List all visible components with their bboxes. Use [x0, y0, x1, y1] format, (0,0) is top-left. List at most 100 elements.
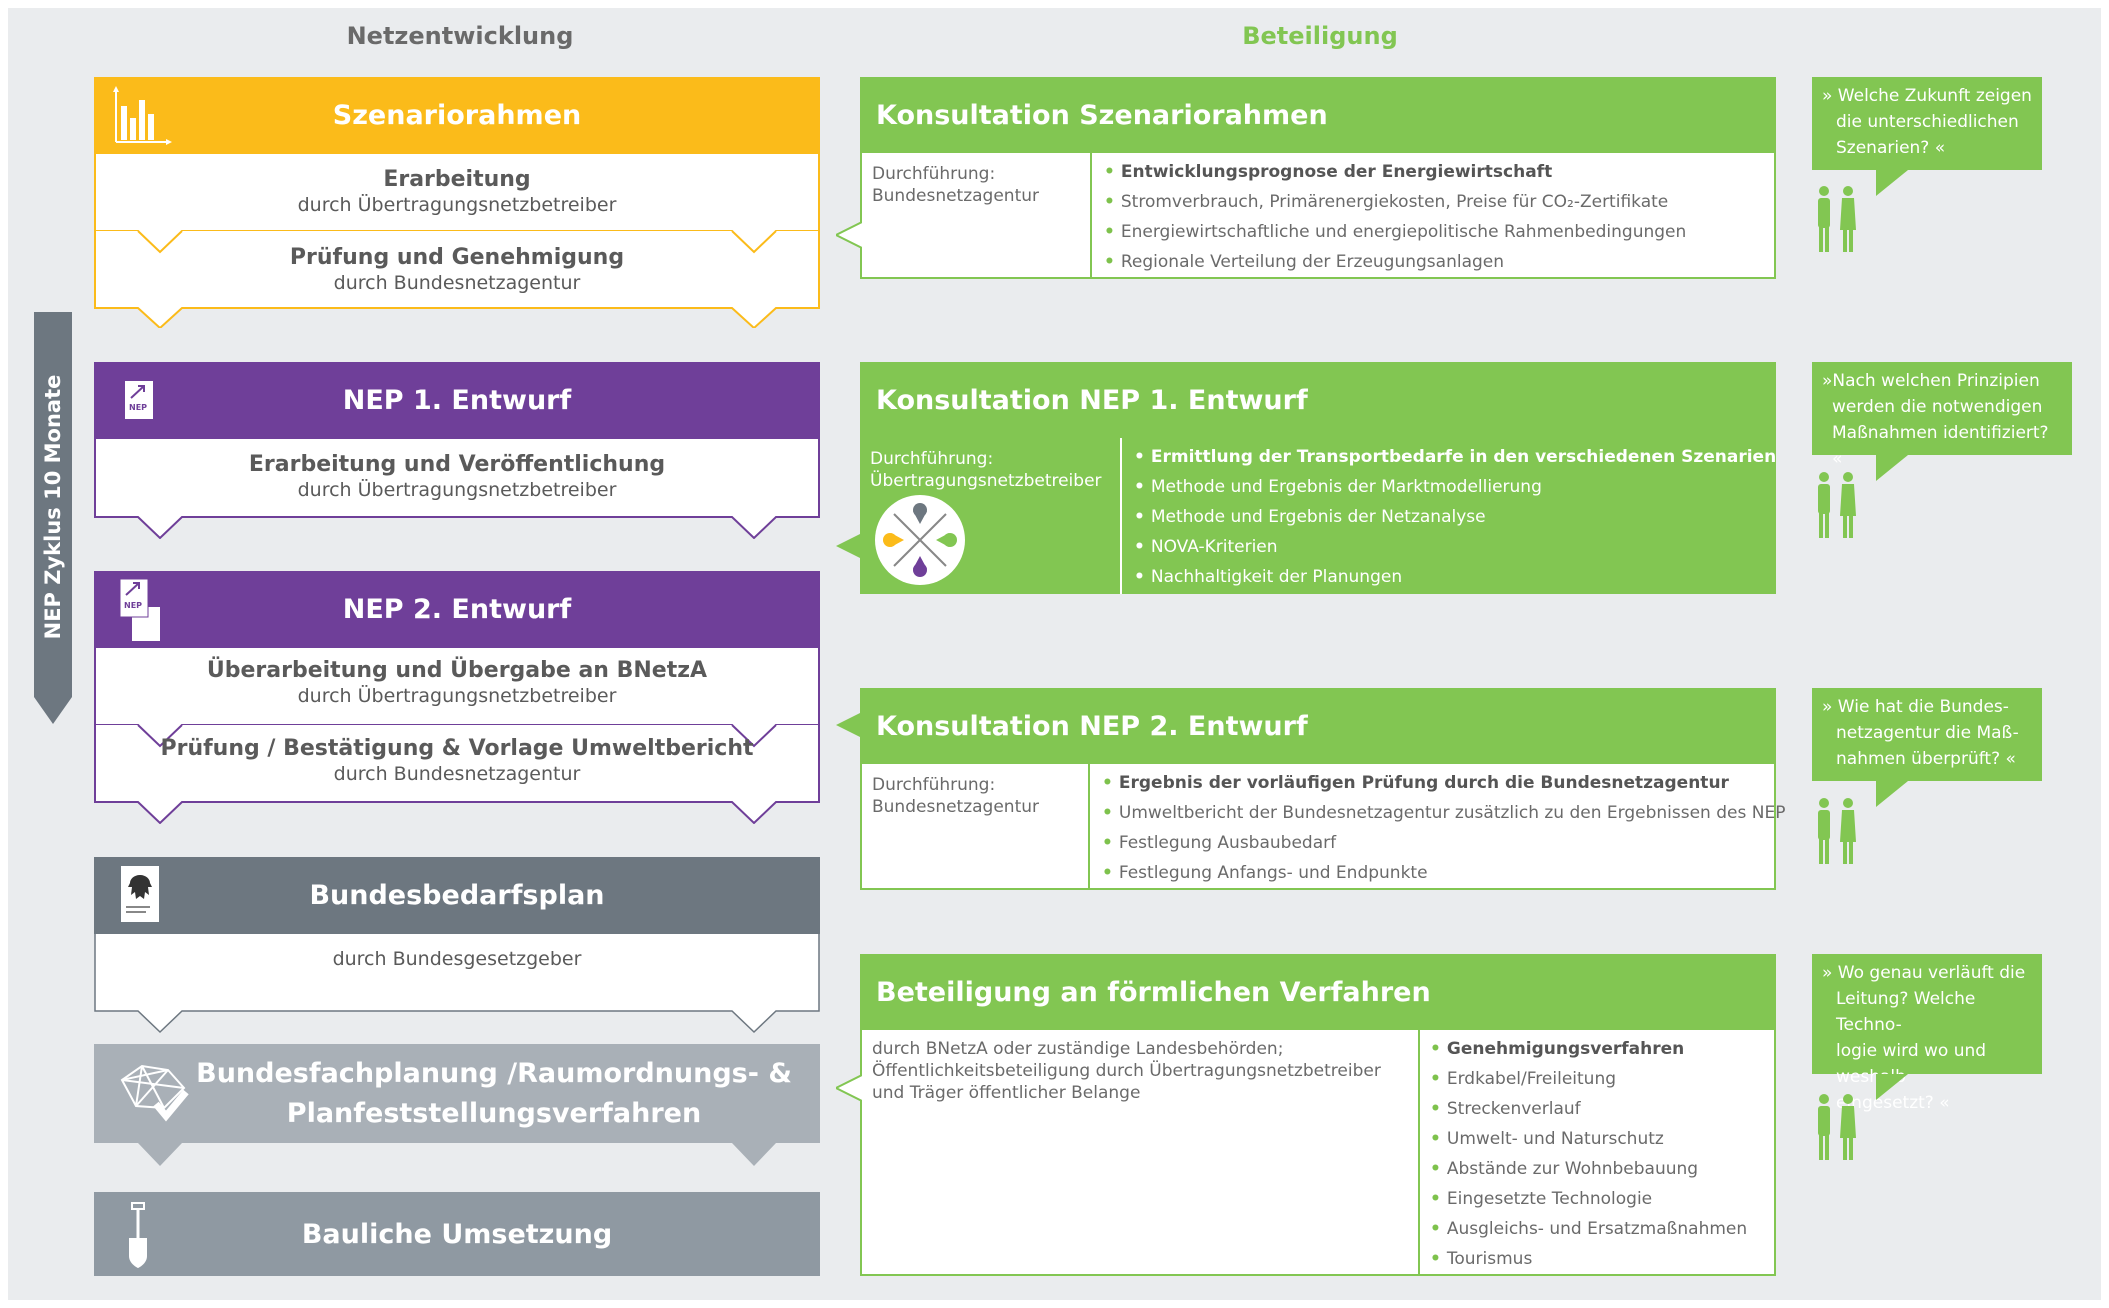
question-line: Szenarien? « [1836, 138, 1946, 158]
people-icon [1814, 472, 1858, 540]
question-line: eingesetzt? « [1836, 1093, 1950, 1113]
svg-text:NEP: NEP [124, 601, 142, 610]
stage-nep2-body: Überarbeitung und Übergabe an BNetzA dur… [94, 648, 820, 824]
conductor-label: Durchführung: [872, 164, 996, 184]
question-bubble: » Wo genau verläuft die Leitung? Welche … [1812, 954, 2042, 1113]
topic-item: Erdkabel/Freileitung [1430, 1064, 1747, 1094]
consultation-title: Konsultation NEP 2. Entwurf [876, 710, 1308, 742]
connector-arrow [836, 712, 862, 738]
shovel-icon [126, 1202, 150, 1268]
divider [1418, 1030, 1420, 1274]
question-bubble: » Wie hat die Bundes- netzagentur die Ma… [1812, 688, 2042, 807]
divider [1088, 764, 1090, 888]
topic-item: Genehmigungsverfahren [1430, 1034, 1747, 1064]
question-line: Maßnahmen identifiziert? « [1832, 423, 2049, 469]
question-line: logie wird wo und weshalb [1836, 1041, 1987, 1087]
conductor: Übertragungsnetzbetreiber [870, 471, 1102, 491]
stage-bauliche-umsetzung-header: Bauliche Umsetzung [94, 1192, 820, 1276]
stage-bundesfachplanung-header: Bundesfachplanung /Raumordnungs- & Planf… [94, 1044, 820, 1166]
conductor-line: Öffentlichkeitsbeteiligung durch Übertra… [872, 1061, 1381, 1081]
question-line: » Wie hat die Bundes- [1822, 697, 2009, 717]
question-line: netzagentur die Maß- [1836, 723, 2019, 743]
federal-eagle-icon [120, 865, 160, 923]
topic-item: Abstände zur Wohnbebauung [1430, 1154, 1747, 1184]
topic-item: Eingesetzte Technologie [1430, 1184, 1747, 1214]
question-line: » Welche Zukunft zeigen [1822, 86, 2032, 106]
question-bubble: » Welche Zukunft zeigen die unterschiedl… [1812, 77, 2042, 196]
question-line: die unterschiedlichen [1836, 112, 2019, 132]
people-icon [1814, 186, 1858, 254]
stage-title: Bundesbedarfsplan [309, 880, 605, 911]
step-title: Überarbeitung und Übergabe an BNetzA [206, 658, 708, 683]
step-sub: durch Bundesnetzagentur [333, 763, 581, 785]
svg-text:NEP: NEP [129, 403, 147, 412]
topic-item: Festlegung Anfangs- und Endpunkte [1102, 858, 1785, 888]
stage-title-line2: Planfeststellungsverfahren [286, 1098, 702, 1129]
stage-bundesbedarfsplan-body: durch Bundesgesetzgeber [94, 934, 820, 1034]
topic-item: Nachhaltigkeit der Planungen [1134, 562, 1776, 592]
step-sub: durch Übertragungsnetzbetreiber [297, 194, 617, 216]
step-title: Prüfung und Genehmigung [289, 245, 625, 270]
network-check-icon [112, 1060, 192, 1122]
step-title: Erarbeitung [383, 167, 531, 192]
people-icon [1814, 798, 1858, 866]
step-title: Prüfung / Bestätigung & Vorlage Umweltbe… [160, 736, 754, 761]
consultation-nep2-body: Durchführung: Bundesnetzagentur Ergebnis… [860, 764, 1785, 890]
question-line: werden die notwendigen [1832, 397, 2043, 417]
topic-item: Methode und Ergebnis der Netzanalyse [1134, 502, 1776, 532]
divider [1090, 153, 1092, 277]
step-sub: durch Bundesnetzagentur [333, 272, 581, 294]
topic-item: Umweltbericht der Bundesnetzagentur zusä… [1102, 798, 1786, 828]
conductor-line: und Träger öffentlicher Belange [872, 1083, 1141, 1103]
participation-icon [874, 494, 966, 586]
stage-title: Szenariorahmen [332, 100, 582, 131]
consultation-title: Beteiligung an förmlichen Verfahren [876, 976, 1431, 1008]
consultation-title: Konsultation Szenariorahmen [876, 99, 1328, 131]
conductor-label: Durchführung: [870, 449, 994, 469]
topic-item: Entwicklungsprognose der Energiewirtscha… [1104, 157, 1686, 187]
conductor: Bundesnetzagentur [872, 797, 1040, 817]
stage-title-line1: Bundesfachplanung /Raumordnungs- & [196, 1058, 792, 1089]
topic-item: Energiewirtschaftliche und energiepoliti… [1104, 217, 1686, 247]
topic-item: Ergebnis der vorläufigen Prüfung durch d… [1102, 768, 1785, 798]
conductor-label: Durchführung: [872, 775, 996, 795]
question-line: nahmen überprüft? « [1836, 749, 2016, 769]
connector-arrow [836, 222, 862, 248]
cycle-arrow [34, 312, 72, 724]
step-sub: durch Übertragungsnetzbetreiber [297, 479, 617, 501]
stage-title: NEP 2. Entwurf [342, 594, 572, 625]
topic-list: Ergebnis der vorläufigen Prüfung durch d… [1102, 768, 1786, 888]
question-line: » Wo genau verläuft die [1822, 963, 2026, 983]
divider [1120, 438, 1122, 594]
step-title: Erarbeitung und Veröffentlichung [248, 452, 666, 477]
stage-title: Bauliche Umsetzung [301, 1218, 613, 1250]
topic-item: Ermittlung der Transportbedarfe in den v… [1134, 442, 1776, 472]
topic-item: Umwelt- und Naturschutz [1430, 1124, 1747, 1154]
consultation-title: Konsultation NEP 1. Entwurf [876, 384, 1308, 416]
topic-list: Entwicklungsprognose der Energiewirtscha… [1104, 157, 1686, 277]
stage-szenariorahmen-body: Erarbeitung durch Übertragungsnetzbetrei… [94, 154, 820, 328]
consultation-szenariorahmen-header: Konsultation Szenariorahmen [860, 77, 1776, 153]
consultation-nep2-header: Konsultation NEP 2. Entwurf [860, 688, 1776, 764]
stage-nep2-header: NEP 2. Entwurf [94, 571, 820, 648]
formal-procedure-header: Beteiligung an förmlichen Verfahren [860, 954, 1776, 1030]
nep-document-icon: NEP [124, 380, 154, 420]
step-sub: durch Übertragungsnetzbetreiber [297, 685, 617, 707]
stage-title: NEP 1. Entwurf [342, 385, 572, 416]
stage-szenariorahmen-header: Szenariorahmen [94, 77, 820, 154]
consultation-szenariorahmen-body: Durchführung: Bundesnetzagentur Entwickl… [860, 153, 1776, 279]
topic-item: Ausgleichs- und Ersatzmaßnahmen [1430, 1214, 1747, 1244]
formal-procedure-body: durch BNetzA oder zuständige Landesbehör… [860, 1030, 1776, 1276]
column-header-beteiligung: Beteiligung [1242, 22, 1398, 50]
connector-arrow [836, 533, 862, 559]
question-line: Leitung? Welche Techno- [1836, 989, 1976, 1035]
stage-nep1-body: Erarbeitung und Veröffentlichung durch Ü… [94, 439, 820, 539]
topic-item: NOVA-Kriterien [1134, 532, 1776, 562]
cycle-label: NEP Zyklus 10 Monate [41, 374, 65, 640]
connector-arrow [836, 1075, 862, 1101]
stage-nep1-header: NEP 1. Entwurf [94, 362, 820, 439]
question-line: »Nach welchen Prinzipien [1822, 371, 2040, 391]
topic-item: Methode und Ergebnis der Marktmodellieru… [1134, 472, 1776, 502]
conductor: Bundesnetzagentur [872, 186, 1040, 206]
step-sub: durch Bundesgesetzgeber [332, 948, 582, 970]
